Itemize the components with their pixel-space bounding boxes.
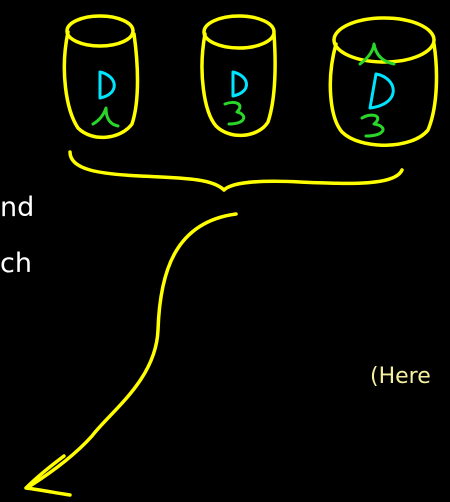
cylinder-3-d-label bbox=[368, 72, 395, 110]
cylinder-1-d-label bbox=[98, 70, 116, 100]
cylinder-1-number-label bbox=[91, 106, 120, 128]
arrow-curve bbox=[28, 212, 238, 488]
cylinder-2-d-label bbox=[231, 70, 248, 98]
cylinder-1 bbox=[62, 14, 140, 140]
text-fragment-nd: nd bbox=[0, 192, 35, 223]
cylinder-2 bbox=[200, 14, 277, 138]
arrow-head bbox=[24, 454, 72, 497]
cylinder-3-top-number-label bbox=[358, 42, 396, 66]
cylinder-3-bottom-number-label bbox=[360, 113, 385, 138]
text-fragment-ch: ch bbox=[0, 248, 32, 279]
cylinder-2-number-label bbox=[223, 100, 246, 126]
note-text: (Here bbox=[370, 364, 431, 389]
brace bbox=[68, 150, 404, 192]
cylinder-3 bbox=[328, 16, 439, 147]
